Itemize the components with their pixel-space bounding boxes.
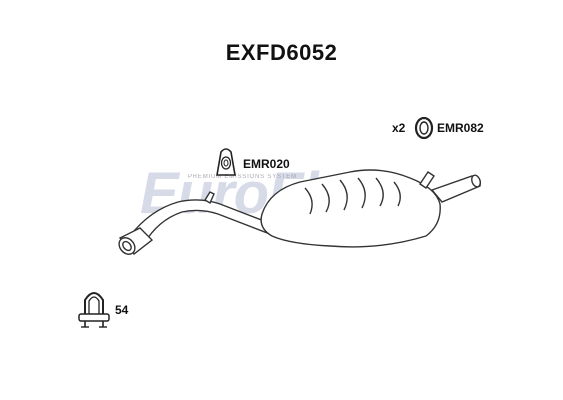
hanger-part-code: EMR020 — [243, 157, 290, 171]
ring-part-code: EMR082 — [437, 121, 484, 135]
exhaust-rear-silencer — [118, 169, 482, 255]
brand-tagline: PREMIUM EMISSIONS SYSTEM — [188, 174, 297, 180]
u-bolt-clamp-icon — [78, 292, 110, 328]
rubber-ring-icon — [414, 116, 434, 140]
rubber-hanger-icon — [216, 148, 236, 176]
ring-quantity-label: x2 — [392, 121, 406, 135]
clamp-part-code: 54 — [115, 303, 129, 317]
part-number-title: EXFD6052 — [225, 40, 338, 65]
